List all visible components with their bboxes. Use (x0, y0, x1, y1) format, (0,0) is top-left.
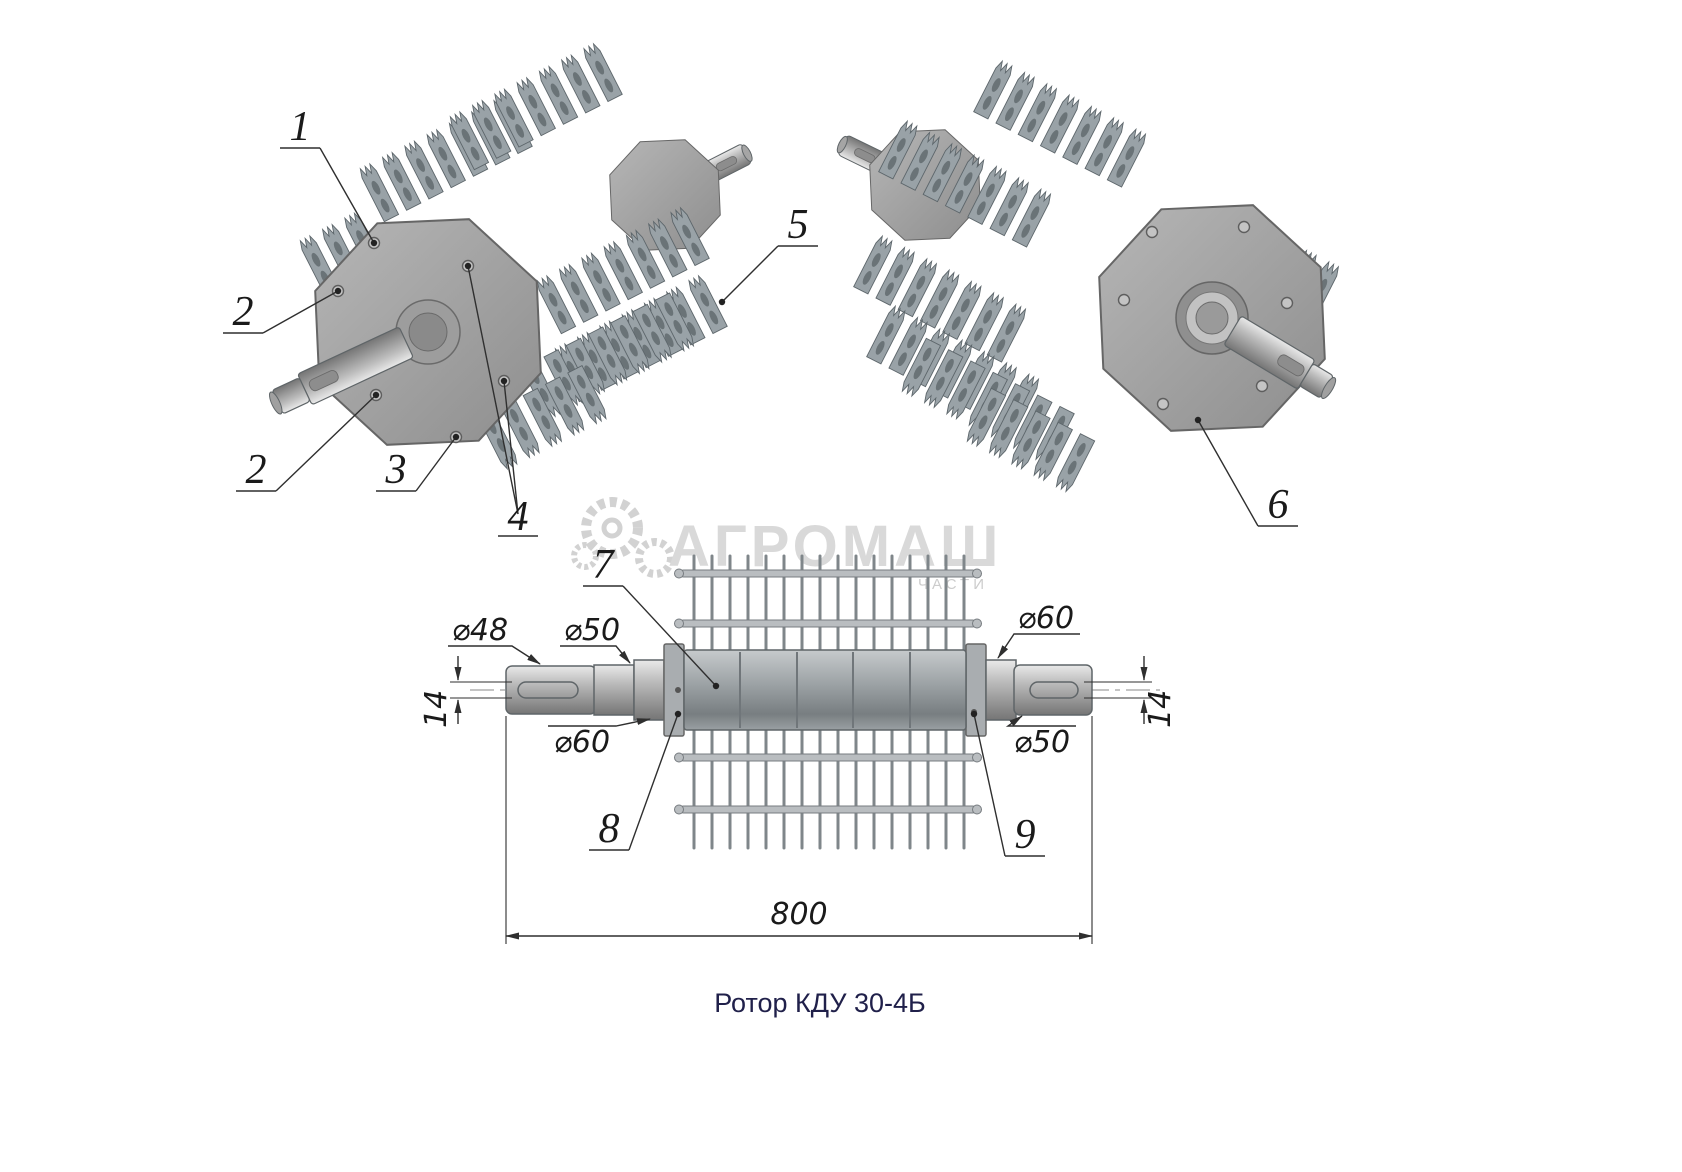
hub-bore (408, 312, 448, 352)
dimensions: ⌀48 ⌀50 ⌀60 ⌀60 ⌀50 14 (419, 601, 1178, 944)
hammer-row (521, 292, 697, 421)
rod-end (674, 568, 684, 579)
tie-rod (679, 753, 977, 762)
plate-bolts-right (1117, 220, 1294, 411)
callout-label: 2 (246, 447, 267, 493)
shaft-step-left (593, 664, 635, 716)
callout-2b: 2 (236, 391, 380, 493)
rod-end (972, 568, 982, 579)
dim-label: ⌀50 (1014, 725, 1070, 760)
dim-left-step-dia: ⌀50 (560, 613, 631, 664)
dim-overall-length: 800 (505, 716, 1093, 944)
callout-7: 7 (583, 542, 720, 690)
bolt (1237, 220, 1251, 234)
gear-icon (581, 497, 643, 559)
callout-label: 4 (508, 494, 529, 540)
shaft-end-left (505, 665, 597, 715)
rotor-side-view (470, 554, 1160, 850)
hammer-row (973, 59, 1149, 188)
rod-end (972, 618, 982, 629)
tie-rod (679, 805, 977, 814)
callout-label: 9 (1015, 812, 1036, 858)
bolt (1255, 379, 1269, 393)
tie-rod (679, 619, 977, 628)
keyway-right (1029, 681, 1079, 699)
dim-label: ⌀60 (1018, 601, 1074, 636)
callout-label: 7 (593, 542, 616, 588)
callout-label: 5 (788, 202, 809, 248)
rotor-view-right (836, 59, 1342, 494)
callout-3: 3 (376, 433, 460, 493)
dim-left-shaft-dia: ⌀48 (448, 613, 541, 665)
drum-segment-joints (739, 652, 911, 728)
callout-label: 1 (290, 104, 311, 150)
gear-icon (571, 542, 599, 570)
tie-rods (674, 568, 982, 815)
shaft-left-view (269, 327, 414, 415)
dim-label: 800 (770, 897, 827, 932)
watermark: АГРОМАШ ЧАСТИ (571, 497, 1002, 593)
dim-label: 14 (1143, 690, 1178, 728)
bolt (1117, 293, 1131, 307)
dim-label: ⌀50 (564, 613, 620, 648)
hammer-pins-top (692, 554, 966, 654)
callout-label: 3 (385, 447, 407, 493)
dim-right-key-width: 14 (1084, 656, 1178, 728)
hammer-pins-bottom (692, 728, 966, 850)
flange-pin-left (675, 687, 681, 693)
gear-icon (635, 538, 675, 578)
bolt (1145, 225, 1159, 239)
callout-6: 6 (1194, 416, 1298, 528)
dim-right-journal-dia: ⌀60 (997, 601, 1080, 659)
rod-end (674, 752, 684, 763)
tie-rod (679, 569, 977, 578)
bearing-inner-ring (1195, 301, 1229, 335)
shaft-journal-right (985, 659, 1017, 721)
rod-end (674, 618, 684, 629)
bolt (1280, 296, 1294, 310)
callouts: 1 2 2 3 4 5 (223, 104, 1298, 858)
dim-label: 14 (419, 690, 454, 728)
rod-end (674, 804, 684, 815)
keyway-slot (308, 370, 339, 392)
callout-label: 2 (233, 289, 254, 335)
callout-1: 1 (280, 104, 378, 247)
keyway-slot (1277, 354, 1305, 377)
callout-2a: 2 (223, 287, 342, 335)
watermark-title: АГРОМАШ (668, 514, 1002, 579)
drawing-caption: Ротор КДУ 30-4Б (714, 988, 926, 1018)
shaft-end-right (1013, 664, 1093, 716)
callout-5: 5 (718, 202, 818, 306)
callout-label: 6 (1268, 482, 1289, 528)
gear-hub-icon (601, 517, 623, 539)
dim-right-step-dia: ⌀50 (1005, 715, 1076, 760)
rotor-drum (683, 649, 967, 731)
callout-8: 8 (589, 710, 682, 852)
dim-label: ⌀60 (554, 725, 610, 760)
shaft-journal-left (633, 659, 665, 721)
keyway-left (517, 681, 579, 699)
rod-end (972, 752, 982, 763)
watermark-subtitle: ЧАСТИ (918, 576, 988, 593)
hammer-row (964, 387, 1096, 494)
callout-label: 8 (599, 806, 620, 852)
bolt (1156, 397, 1170, 411)
dim-label: ⌀48 (452, 613, 508, 648)
rotor-view-left (269, 42, 753, 471)
callout-9: 9 (970, 710, 1045, 858)
dim-left-key-width: 14 (419, 656, 512, 728)
shaft-right-view (1224, 316, 1337, 400)
rod-end (972, 804, 982, 815)
dim-left-journal-dia: ⌀60 (548, 718, 651, 760)
callout-4: 4 (464, 262, 538, 540)
hammer-row (447, 42, 623, 171)
